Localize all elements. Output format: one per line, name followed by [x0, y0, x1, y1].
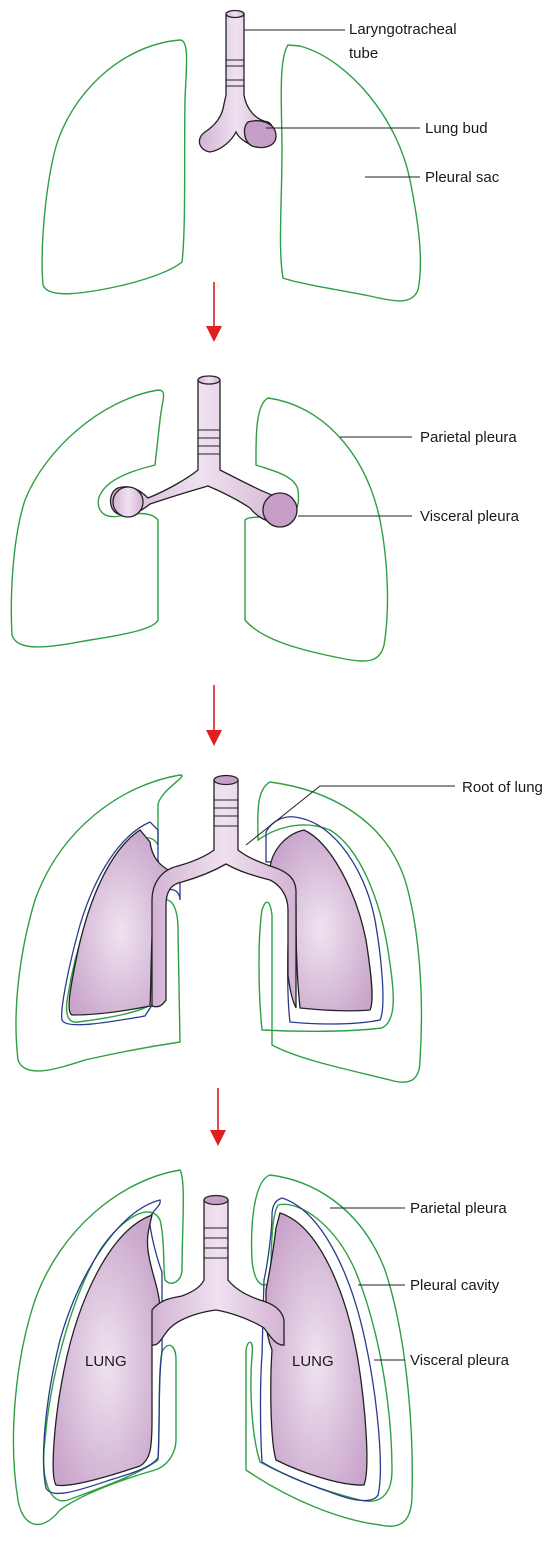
trachea-opening-4	[204, 1196, 228, 1205]
label-parietal-pleura-4: Parietal pleura	[410, 1200, 507, 1217]
trachea-opening-3	[214, 776, 238, 785]
label-lung-bud: Lung bud	[425, 120, 488, 137]
label-lung-right: LUNG	[292, 1353, 334, 1370]
pleural-sac-left	[42, 40, 186, 294]
label-pleural-cavity-4: Pleural cavity	[410, 1277, 500, 1294]
label-lung-left: LUNG	[85, 1353, 127, 1370]
label-pleural-sac: Pleural sac	[425, 169, 500, 186]
pleural-sac-right	[280, 45, 420, 301]
label-visceral-pleura-2: Visceral pleura	[420, 508, 520, 525]
left-bronchial-bud	[113, 487, 143, 517]
stage-2: Parietal pleura Visceral pleura	[11, 376, 519, 661]
stage-3: Root of lung	[16, 775, 543, 1082]
tube-opening	[226, 11, 244, 18]
label-parietal-pleura-2: Parietal pleura	[420, 429, 517, 446]
label-laryngotracheal-line2: tube	[349, 45, 378, 62]
right-bronchial-bud	[263, 493, 297, 527]
label-root-of-lung: Root of lung	[462, 779, 543, 796]
label-laryngotracheal-line1: Laryngotracheal	[349, 21, 457, 38]
label-visceral-pleura-4: Visceral pleura	[410, 1352, 510, 1369]
parietal-pleura-left	[11, 390, 163, 647]
stage-4: LUNG LUNG Parietal pleura Pleural cavity…	[13, 1170, 509, 1526]
trachea-opening-2	[198, 376, 220, 384]
lung-bud	[245, 121, 276, 148]
stage-1: Laryngotracheal tube Lung bud Pleural sa…	[42, 11, 500, 301]
